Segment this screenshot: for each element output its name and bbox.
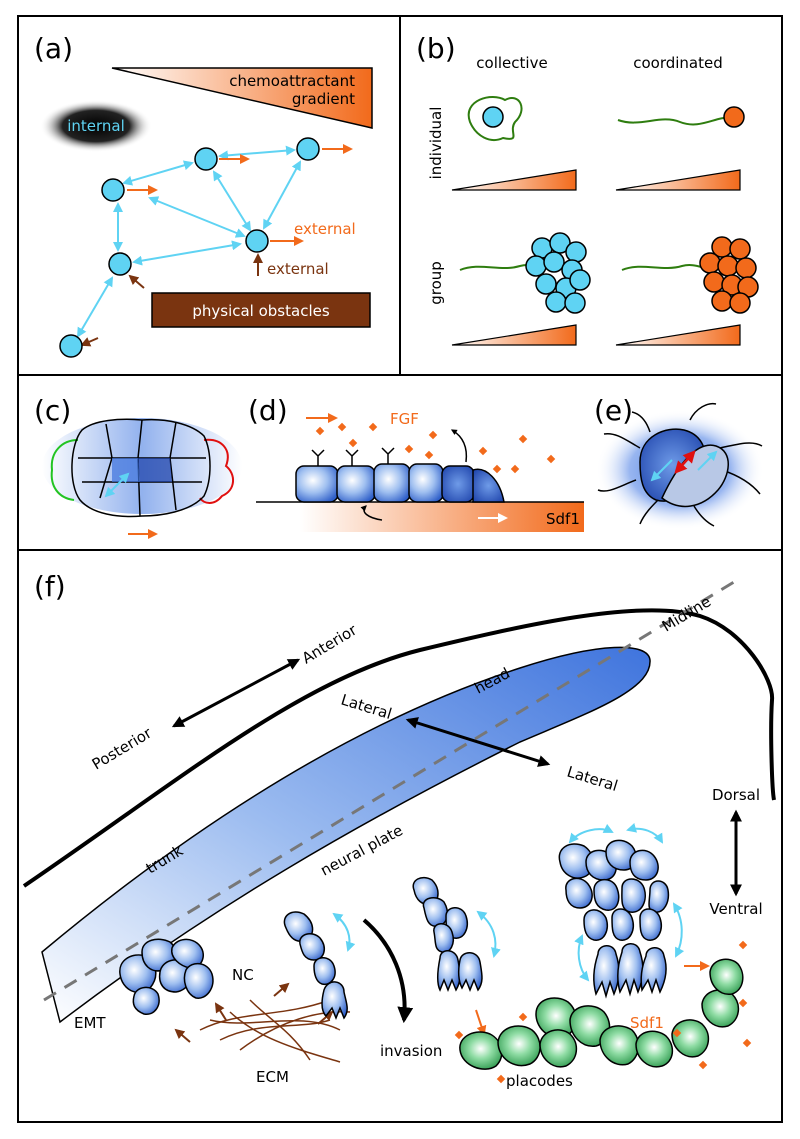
placodes-label: placodes: [506, 1072, 573, 1090]
panel-f: (f) Midline Anterior Posterior Lateral L…: [22, 570, 776, 1090]
internal-label: internal: [67, 117, 125, 135]
group-coordinated-cells: [699, 236, 759, 314]
gradient-b3: [451, 324, 577, 346]
lateral-left-label: Lateral: [339, 691, 394, 723]
panel-a: (a) chemoattractant gradient internal: [34, 32, 373, 358]
panel-c-label: (c): [34, 394, 71, 427]
sdf1-particles: [454, 940, 752, 1084]
cil-arrow-2: [697, 450, 718, 471]
panel-e: (e): [594, 394, 764, 530]
obstacles-label: physical obstacles: [192, 302, 329, 320]
panel-b-label: (b): [416, 32, 456, 65]
midline-label: Midline: [659, 592, 714, 635]
external-orange-arrows: [127, 144, 353, 246]
nc-cluster-placodes: [558, 839, 670, 999]
col-collective: collective: [476, 54, 547, 72]
gradient-b2: [615, 169, 741, 191]
cell-individual-collective: [482, 106, 504, 128]
ecm-fibers: [199, 999, 351, 1063]
repulsion-arrow: [674, 450, 696, 474]
feedback-arrow-2: [450, 429, 468, 463]
interaction-arrows: [76, 145, 301, 338]
ap-axis-arrow: [171, 658, 301, 728]
chain-1-cil: [332, 912, 356, 952]
chain-2-cil: [476, 910, 501, 958]
ecm-arrows: [174, 982, 334, 1043]
invasion-arrow: [362, 918, 414, 1024]
nc-chain-1: [283, 911, 348, 1021]
gradient-b1: [451, 169, 577, 191]
nc-cluster-emt: [119, 938, 214, 1015]
nc-chain-2: [412, 876, 483, 993]
trail-individual: [617, 116, 731, 126]
sdf1-label-f: Sdf1: [630, 1014, 664, 1032]
filopodia-outline: [467, 96, 523, 141]
external-label-2: external: [267, 260, 329, 278]
col-coordinated: coordinated: [633, 54, 723, 72]
panel-a-label: (a): [34, 32, 73, 65]
ventral-label: Ventral: [709, 900, 762, 918]
midline-dashed: [43, 580, 735, 1002]
sdf1-gradient: [300, 502, 584, 532]
embryo-outline: [22, 608, 776, 888]
internal-blob: [40, 100, 152, 152]
fgf-particles: [315, 422, 556, 474]
cell-contact-arrow: [104, 472, 130, 498]
panel-b: (b) collective coordinated individual gr…: [416, 32, 759, 346]
cells: [59, 137, 320, 358]
red-protrusion: [199, 438, 234, 504]
epithelial-row: [295, 463, 505, 503]
brown-arrows: [80, 253, 263, 347]
anterior-label: Anterior: [299, 620, 361, 667]
invasion-label: invasion: [380, 1042, 442, 1060]
lateral-axis-arrow: [405, 717, 551, 767]
receptors: [311, 447, 395, 466]
ecm-label: ECM: [256, 1068, 289, 1086]
panel-d-label: (d): [248, 394, 288, 427]
emt-label: EMT: [74, 1014, 106, 1032]
panel-d: (d) FGF Sdf1: [248, 394, 584, 532]
chain-2-orange-arrow: [475, 1009, 487, 1036]
gradient-label-1: chemoattractant: [229, 72, 355, 90]
obstacles-box: [151, 292, 371, 328]
feedback-arrow-1: [360, 505, 383, 521]
cell-individual-coordinated: [723, 106, 745, 128]
fgf-label: FGF: [390, 410, 419, 428]
external-label-1: external: [294, 220, 356, 238]
panel-e-label: (e): [594, 394, 633, 427]
cil-arrow-1: [650, 459, 673, 482]
gradient-wedge: [111, 67, 373, 129]
dorsal-label: Dorsal: [712, 786, 760, 804]
row-group: group: [427, 261, 445, 305]
panel-f-label: (f): [34, 570, 66, 603]
cluster-cil-arrows: [568, 822, 685, 982]
inner-cell-2: [138, 458, 172, 482]
nc-label: NC: [232, 966, 254, 984]
lateral-right-label: Lateral: [565, 763, 620, 795]
green-protrusion: [50, 439, 79, 501]
panel-c: (c): [34, 394, 242, 539]
row-individual: individual: [427, 107, 445, 180]
gradient-label-2: gradient: [292, 90, 355, 108]
group-collective-cells: [525, 232, 591, 314]
gradient-b4: [615, 324, 741, 346]
posterior-label: Posterior: [89, 723, 156, 773]
placodes: [459, 958, 744, 1070]
inner-cell-1: [112, 458, 140, 482]
sdf1-label-d: Sdf1: [546, 510, 580, 528]
